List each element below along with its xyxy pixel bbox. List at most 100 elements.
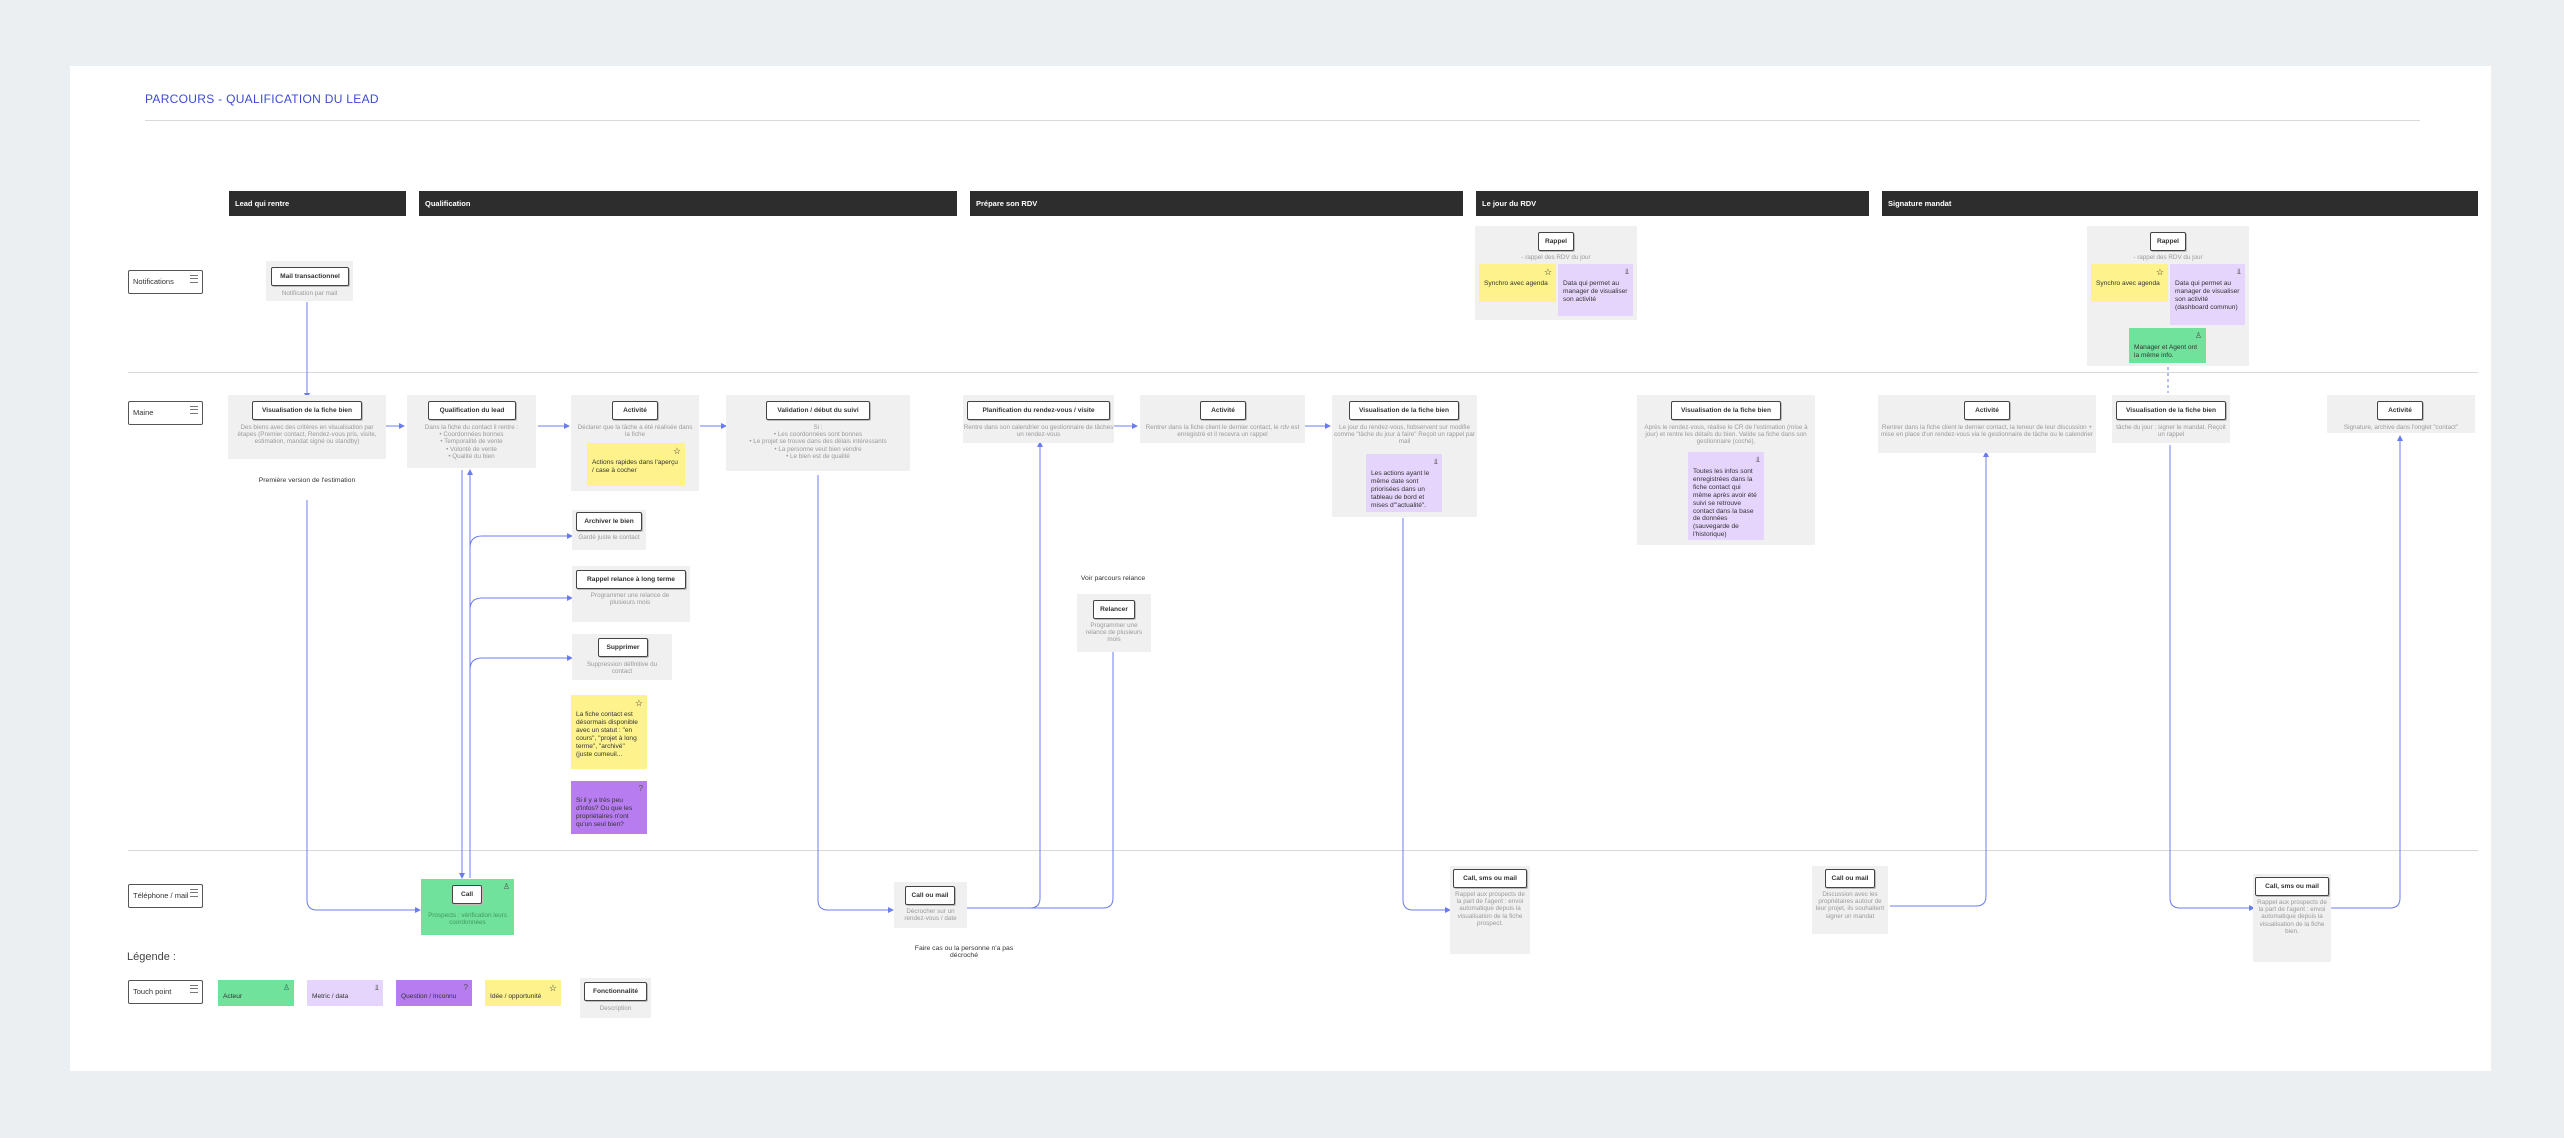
rappel-long-terme-touchpoint[interactable]: Rappel relance à long terme xyxy=(576,570,686,589)
sticky-synchro-agenda-1: ☆ Synchro avec agenda xyxy=(1479,264,1556,302)
voir-relance-note[interactable]: Voir parcours relance xyxy=(1080,575,1146,582)
call-touchpoint[interactable]: Call xyxy=(452,885,482,904)
sticky-question-infos: ? Si il y a très peu d'infos? Ou que les … xyxy=(571,781,647,834)
archiver-touchpoint[interactable]: Archiver le bien xyxy=(576,512,642,531)
phase-signature-mandat: Signature mandat xyxy=(1882,191,2478,216)
visu-fiche-bien-4-desc: tâche du jour : signer le mandat. Reçoit… xyxy=(2116,424,2226,439)
question-icon: ? xyxy=(638,784,643,793)
rappel-desc-1: - rappel des RDV du jour xyxy=(1521,254,1591,261)
validation-desc: Si : • Les coordonnées sont bonnes • Le … xyxy=(749,424,887,460)
archiver-desc: Gardé juste le contact xyxy=(578,534,640,541)
actor-icon: ♙ xyxy=(2194,331,2202,340)
phase-prepare-rdv: Prépare son RDV xyxy=(970,191,1463,216)
menu-icon xyxy=(190,275,198,283)
call-sms-mail-1-desc: Rappel aux prospects de la part de l'age… xyxy=(1455,891,1525,927)
visu-fiche-bien-4-touchpoint[interactable]: Visualisation de la fiche bien xyxy=(2116,401,2226,420)
sticky-text: Synchro avec agenda xyxy=(2096,280,2160,287)
call-ou-mail-2-touchpoint[interactable]: Call ou mail xyxy=(1825,869,1875,888)
lane-label: Maine xyxy=(133,408,154,417)
star-icon: ☆ xyxy=(2155,267,2164,277)
lane-telephone-mail: Téléphone / mail xyxy=(128,884,203,908)
actor-icon: ♙ xyxy=(282,983,290,992)
qualif-lead-touchpoint[interactable]: Qualification du lead xyxy=(428,401,516,420)
sticky-actions-rapides: ☆Actions rapides dans l'aperçu / case à … xyxy=(587,443,685,486)
call-desc: Prospects : vérification leurs coordonné… xyxy=(428,912,507,927)
lane-divider-1 xyxy=(128,372,2478,373)
rappel-desc-2: - rappel des RDV du jour xyxy=(2133,254,2203,261)
visu-fiche-bien-1-desc: Des biens avec des critères en visualisa… xyxy=(237,424,377,446)
star-icon: ☆ xyxy=(1543,267,1552,277)
call-sms-mail-2-touchpoint[interactable]: Call, sms ou mail xyxy=(2255,877,2329,896)
sticky-actions-priorisees: ⫫Les actions ayant le même date sont pri… xyxy=(1366,454,1442,512)
legend-fonctionnalite-desc: Description xyxy=(599,1005,632,1012)
mail-transactionnel-desc: Notification par mail xyxy=(281,290,338,297)
metric-icon: ⫫ xyxy=(1433,457,1439,466)
mail-transactionnel-touchpoint[interactable]: Mail transactionnel xyxy=(271,267,349,286)
activite-3-desc: Rentrer dans la fiche client le dernier … xyxy=(1881,424,2093,439)
metric-icon: ⫫ xyxy=(1755,455,1761,464)
legend-question: ?Question / Inconnu xyxy=(396,980,472,1006)
legend-label: Metric / data xyxy=(312,993,349,1000)
faire-cas-note: Faire cas ou la personne n'a pas décroch… xyxy=(914,945,1014,959)
sticky-text: Data qui permet au manager de visualiser… xyxy=(1563,280,1628,303)
activite-3-touchpoint[interactable]: Activité xyxy=(1964,401,2010,420)
phase-qualification: Qualification xyxy=(419,191,957,216)
menu-icon xyxy=(190,889,198,897)
page-title: PARCOURS - QUALIFICATION DU LEAD xyxy=(145,92,379,106)
legend-fonctionnalite-touchpoint: Fonctionnalité xyxy=(584,982,647,1001)
call-ou-mail-2-desc: Discussion avec les propriétaires autour… xyxy=(1815,891,1885,920)
sticky-text: Data qui permet au manager de visualiser… xyxy=(2175,280,2240,311)
sticky-infos-enregistrees: ⫫Toutes les infos sont enregistrées dans… xyxy=(1688,452,1764,540)
legend-touch-point: Touch point xyxy=(128,980,203,1004)
visu-fiche-bien-3-desc: Après le rendez-vous, réalise le CR de l… xyxy=(1644,424,1808,446)
supprimer-desc: Suppression définitive du contact xyxy=(586,661,658,676)
rappel-long-terme-desc: Programmer une relance de plusieurs mois xyxy=(590,592,670,607)
visu-fiche-bien-1-touchpoint[interactable]: Visualisation de la fiche bien xyxy=(252,401,362,420)
visu-fiche-bien-2-touchpoint[interactable]: Visualisation de la fiche bien xyxy=(1349,401,1459,420)
activite-2-desc: Rentrer dans la fiche client le dernier … xyxy=(1145,424,1300,439)
sticky-text: La fiche contact est désormais disponibl… xyxy=(576,711,638,758)
validation-touchpoint[interactable]: Validation / début du suivi xyxy=(766,401,870,420)
call-sms-mail-2-desc: Rappel aux prospects de la part de l'age… xyxy=(2257,899,2327,935)
call-sms-mail-1-touchpoint[interactable]: Call, sms ou mail xyxy=(1453,869,1527,888)
rappel-touchpoint-2[interactable]: Rappel xyxy=(2150,232,2186,251)
sticky-text: Manager et Agent ont la même info. xyxy=(2134,344,2198,359)
sticky-text: Synchro avec agenda xyxy=(1484,280,1548,287)
phase-lead-qui-rentre: Lead qui rentre xyxy=(229,191,406,216)
planification-desc: Rentre dans son calendrier ou gestionnai… xyxy=(963,424,1114,439)
legend-title: Légende : xyxy=(127,951,176,963)
sticky-data-manager-1: ⫫ Data qui permet au manager de visualise… xyxy=(1558,264,1633,316)
activite-4-desc: Signature, archive dans l'onglet "contac… xyxy=(2343,424,2459,431)
legend-label: Acteur xyxy=(223,993,243,1000)
lane-label: Touch point xyxy=(133,987,172,996)
sticky-text: Actions rapides dans l'aperçu / case à c… xyxy=(592,459,678,474)
legend-label: Question / Inconnu xyxy=(401,993,457,1000)
planification-touchpoint[interactable]: Planification du rendez-vous / visite xyxy=(967,401,1110,420)
rappel-touchpoint-1[interactable]: Rappel xyxy=(1538,232,1574,251)
metric-icon: ⫫ xyxy=(374,983,380,992)
sticky-manager-agent: ♙ Manager et Agent ont la même info. xyxy=(2129,328,2206,363)
visu-fiche-bien-3-touchpoint[interactable]: Visualisation de la fiche bien xyxy=(1671,401,1781,420)
sticky-synchro-agenda-2: ☆ Synchro avec agenda xyxy=(2091,264,2168,302)
relancer-touchpoint[interactable]: Relancer xyxy=(1093,600,1135,619)
call-ou-mail-1-desc: Décrocher sur un rendez-vous / date xyxy=(904,908,957,923)
supprimer-touchpoint[interactable]: Supprimer xyxy=(598,638,648,657)
sticky-statut-fiche: ☆La fiche contact est désormais disponib… xyxy=(571,695,647,769)
actor-icon: ♙ xyxy=(502,882,510,891)
metric-icon: ⫫ xyxy=(1624,267,1630,276)
activite-2-touchpoint[interactable]: Activité xyxy=(1200,401,1246,420)
sticky-text: Si il y a très peu d'infos? Ou que les p… xyxy=(576,797,633,828)
activite-1-touchpoint[interactable]: Activité xyxy=(612,401,658,420)
legend-metric: ⫫ Metric / data xyxy=(307,980,383,1006)
phase-jour-rdv: Le jour du RDV xyxy=(1476,191,1869,216)
lane-divider-2 xyxy=(128,850,2478,851)
menu-icon xyxy=(190,406,198,414)
lane-label: Notifications xyxy=(133,277,174,286)
lane-label: Téléphone / mail xyxy=(133,891,189,900)
qualif-lead-desc: Dans la fiche du contact il rentre : • C… xyxy=(424,424,519,460)
legend-idee: ☆Idée / opportunité xyxy=(485,980,561,1006)
call-ou-mail-1-touchpoint[interactable]: Call ou mail xyxy=(905,886,955,905)
activite-4-touchpoint[interactable]: Activité xyxy=(2377,401,2423,420)
sticky-text: Les actions ayant le même date sont prio… xyxy=(1371,470,1430,509)
